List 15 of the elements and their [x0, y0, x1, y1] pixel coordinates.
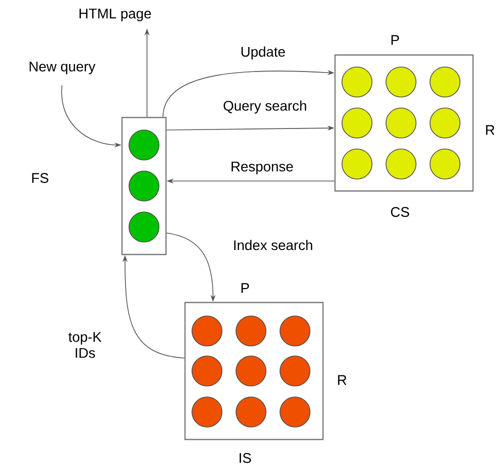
axis-label: R [338, 375, 346, 385]
axis-label: R [486, 125, 494, 135]
node-label: HTML page [80, 8, 151, 22]
box-label: CS [391, 207, 410, 217]
edge-label: Response [229, 160, 295, 176]
node-label: New query [30, 62, 96, 74]
axis-label: P [241, 283, 249, 293]
edge-label: Update [239, 45, 287, 61]
server-label: FS [32, 173, 48, 183]
server-box-drawing [121, 116, 167, 256]
box-label: IS [240, 453, 251, 463]
edge-label: Index search [232, 238, 314, 252]
edge-label: Query search [222, 99, 308, 115]
edge-label: top-K IDs [58, 331, 112, 359]
axis-label: P [391, 35, 399, 45]
